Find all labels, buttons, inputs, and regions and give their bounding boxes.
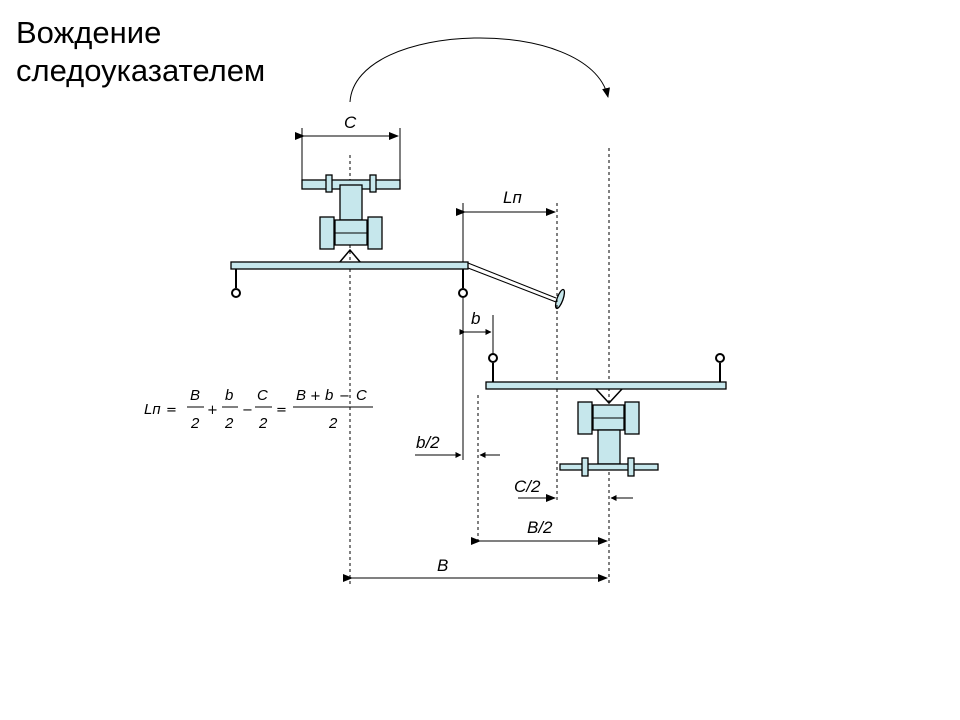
dimension-bb: B	[343, 556, 608, 582]
formula-t3-num: C	[257, 387, 268, 404]
dimension-b: b	[459, 298, 494, 460]
formula-t4-num-c: C	[356, 387, 367, 404]
tractor-1	[301, 174, 401, 264]
formula-plus1: +	[207, 403, 218, 418]
formula-t3-den: 2	[258, 415, 268, 432]
formula-t2-num: b	[225, 387, 233, 404]
formula-t4-minus: −	[339, 389, 350, 404]
label-c-half: C/2	[514, 477, 541, 496]
implement-1	[230, 261, 469, 298]
dimension-lp: Lп	[456, 188, 558, 500]
formula-t4-num-b: B	[296, 387, 306, 404]
formula-eq1: =	[166, 403, 177, 418]
marker-arm	[467, 262, 566, 310]
formula-minus1: −	[242, 403, 253, 418]
formula-t1-den: 2	[190, 415, 200, 432]
label-bb-half: B/2	[527, 518, 553, 537]
formula-lhs: Lп	[144, 401, 161, 418]
turn-arrow	[349, 37, 610, 103]
formula-t1-num: B	[190, 387, 200, 404]
formula-eq2: =	[276, 403, 287, 418]
formula-t2-den: 2	[224, 415, 234, 432]
formula-t4-plus: +	[310, 389, 321, 404]
dimension-c: C	[295, 113, 401, 184]
title-line-2: следоуказателем	[16, 53, 266, 88]
implement-2	[485, 353, 727, 390]
label-lp: Lп	[503, 188, 522, 207]
page-title: Вождение следоуказателем	[16, 14, 265, 90]
formula: Lп = B 2 + b 2 − C 2 = B + b − C 2	[144, 387, 373, 432]
label-c: C	[344, 113, 357, 132]
tractor-2	[559, 388, 659, 477]
formula-t4-den: 2	[328, 415, 338, 432]
dimension-b-half: b/2	[415, 395, 500, 545]
formula-t4-num-bs: b	[325, 387, 333, 404]
dimension-c-half: C/2	[514, 477, 633, 502]
label-bb: B	[437, 556, 448, 575]
label-b-half: b/2	[416, 433, 440, 452]
dimension-bb-half: B/2	[471, 518, 608, 545]
title-line-1: Вождение	[16, 15, 162, 50]
label-b: b	[471, 309, 480, 328]
